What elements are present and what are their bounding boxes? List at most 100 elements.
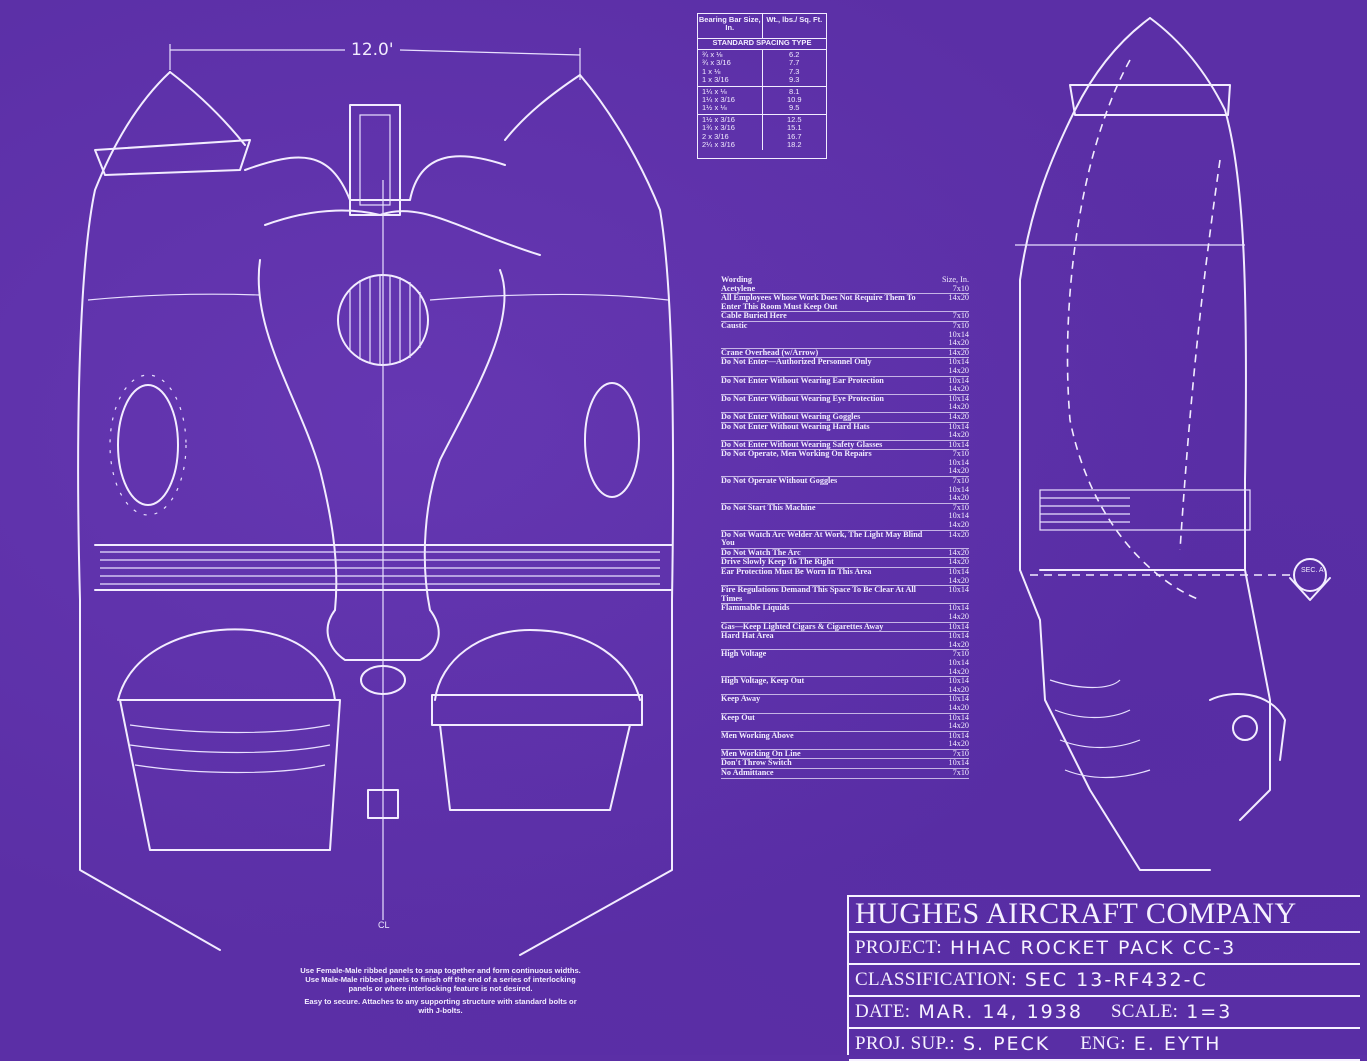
wording-row: Gas—Keep Lighted Cigars & Cigarettes Awa… — [721, 621, 969, 633]
note-1: Use Female-Male ribbed panels to snap to… — [300, 966, 581, 993]
classification-value: SEC 13-RF432-C — [1024, 969, 1208, 991]
wording-text: Hard Hat Area — [721, 631, 774, 641]
wording-size: 10x14 14x20 — [948, 603, 969, 621]
wording-text: High Voltage — [721, 649, 767, 659]
wording-size: 10x14 — [948, 585, 969, 595]
wording-size: 7x10 10x14 14x20 — [948, 449, 969, 476]
bearing-col-size-header: Bearing Bar Size, In. — [698, 14, 763, 38]
supervisor-value: S. PECK — [962, 1033, 1051, 1055]
wording-text: Don't Throw Switch — [721, 758, 792, 768]
center-body — [244, 104, 541, 920]
wording-size: 10x14 14x20 — [948, 712, 969, 731]
wording-size: 14x20 — [948, 293, 969, 303]
bearing-bar-table: Bearing Bar Size, In. Wt., lbs./ Sq. Ft.… — [697, 13, 827, 159]
project-row: PROJECT: HHAC ROCKET PACK CC-3 — [849, 933, 1360, 965]
company-name: HUGHES AIRCRAFT COMPANY — [849, 897, 1360, 933]
ribbed-band — [94, 544, 673, 591]
wording-text: Caustic — [721, 320, 748, 330]
wording-row: Do Not Operate Without Goggles 7x10 10x14… — [721, 476, 969, 504]
wording-size: 10x14 14x20 — [948, 631, 969, 649]
wording-text: Cable Buried Here — [721, 311, 787, 321]
wording-size: 10x14 14x20 — [948, 421, 969, 440]
wording-text: Drive Slowly Keep To The Right — [721, 557, 834, 567]
wording-text: Do Not Enter—Authorized Personnel Only — [721, 357, 872, 367]
wording-size: 14x20 — [948, 411, 969, 421]
wording-row: Ear Protection Must Be Worn In This Area… — [721, 567, 969, 587]
wording-text: Do Not Enter Without Wearing Hard Hats — [721, 421, 870, 431]
wording-row: Men Working On Line 7x10 — [721, 748, 969, 760]
right-tank — [429, 74, 675, 956]
wording-text: High Voltage, Keep Out — [721, 676, 805, 686]
centerline-label: CL — [378, 920, 390, 930]
wording-text: Do Not Watch The Arc — [721, 547, 801, 557]
project-value: HHAC ROCKET PACK CC-3 — [949, 937, 1237, 959]
wording-size: 14x20 — [948, 347, 969, 357]
wording-text: Fire Regulations Demand This Space To Be… — [721, 585, 916, 603]
wording-row: Crane Overhead (w/Arrow)14x20 — [721, 347, 969, 359]
wording-size: 7x10 10x14 14x20 — [948, 502, 969, 530]
wording-text: Do Not Enter Without Wearing Eye Protect… — [721, 393, 884, 403]
wording-size: 10x14 14x20 — [948, 375, 969, 394]
left-tank — [77, 71, 261, 951]
wording-row: Do Not Enter Without Wearing Safety Glas… — [721, 439, 969, 451]
wording-size: 10x14 14x20 — [948, 393, 969, 412]
wording-row: Keep Away 10x14 14x20 — [721, 694, 969, 714]
lower-nozzles — [117, 628, 643, 851]
wording-text: Do Not Operate Without Goggles — [721, 476, 838, 486]
wording-text: Men Working On Line — [721, 748, 801, 758]
wording-text: No Admittance — [721, 768, 774, 778]
wording-text: Men Working Above — [721, 730, 794, 740]
bearing-subheader: STANDARD SPACING TYPE — [698, 38, 826, 50]
wording-text: Keep Out — [721, 712, 755, 722]
wording-text: Do Not Operate, Men Working On Repairs — [721, 449, 872, 459]
wording-text: Gas—Keep Lighted Cigars & Cigarettes Awa… — [721, 621, 884, 631]
dimension-label: 12.0' — [351, 40, 394, 60]
wording-size: 10x14 — [948, 439, 969, 449]
section-marker-label: SEC. A — [1301, 567, 1324, 574]
wording-size: 10x14 14x20 — [948, 357, 969, 375]
wording-size: 10x14 14x20 — [948, 567, 969, 585]
wording-size: 7x10 10x14 14x20 — [948, 476, 969, 503]
wording-size: 7x10 — [952, 748, 969, 758]
wording-row: Fire Regulations Demand This Space To Be… — [721, 585, 969, 605]
wording-size: 10x14 14x20 — [948, 694, 969, 712]
wording-text: Do Not Start This Machine — [721, 502, 816, 512]
wording-text: Do Not Watch Arc Welder At Work, The Lig… — [721, 529, 923, 548]
note-2: Easy to secure. Attaches to any supporti… — [304, 997, 577, 1015]
wording-row: Do Not Watch Arc Welder At Work, The Lig… — [721, 529, 969, 549]
wording-text: Keep Away — [721, 694, 761, 704]
wording-size: 10x14 14x20 — [948, 730, 969, 749]
date-scale-row: DATE: MAR. 14, 1938 SCALE: 1=3 — [849, 997, 1360, 1029]
wording-row: Keep Out 10x14 14x20 — [721, 712, 969, 732]
wording-row: Do Not Enter Without Wearing Ear Protect… — [721, 375, 969, 395]
wording-text: Do Not Enter Without Wearing Ear Protect… — [721, 375, 884, 385]
wording-size: 10x14 — [948, 758, 969, 768]
wording-row: Do Not Operate, Men Working On Repairs 7x… — [721, 449, 969, 478]
wording-row: Don't Throw Switch 10x14 — [721, 758, 969, 770]
panel-notes: Use Female-Male ribbed panels to snap to… — [298, 966, 583, 1019]
wording-text: Do Not Enter Without Wearing Safety Glas… — [721, 439, 883, 449]
wording-size: 7x10 — [952, 311, 969, 321]
classification-row: CLASSIFICATION: SEC 13-RF432-C — [849, 965, 1360, 997]
wording-text: All Employees Whose Work Does Not Requir… — [721, 293, 916, 311]
wording-row: Cable Buried Here 7x10 — [721, 312, 969, 322]
wording-size: 14x20 — [948, 547, 969, 557]
wording-row: Do Not Watch The Arc 14x20 — [721, 547, 969, 559]
date-value: MAR. 14, 1938 — [918, 1001, 1083, 1023]
sup-eng-row: PROJ. SUP.: S. PECK ENG: E. EYTH — [849, 1029, 1360, 1061]
bearing-col-weight-header: Wt., lbs./ Sq. Ft. — [766, 15, 823, 24]
wording-row: Do Not Enter—Authorized Personnel Only 10… — [721, 357, 969, 377]
wording-text: Do Not Enter Without Wearing Goggles — [721, 411, 861, 421]
side-view-pack — [1015, 17, 1331, 871]
wording-row: Do Not Start This Machine 7x10 10x14 14x2… — [721, 502, 969, 531]
